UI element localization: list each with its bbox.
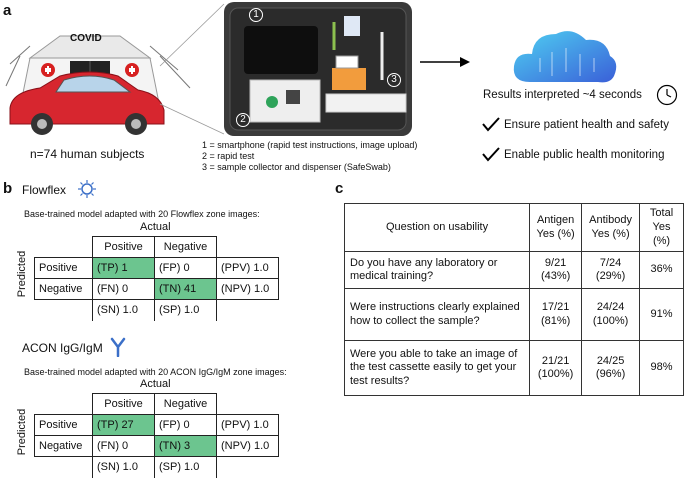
total-value: 36% (639, 251, 684, 290)
clock-icon (656, 84, 678, 106)
results-time: Results interpreted ~4 seconds (483, 89, 642, 101)
cell-tp: (TP) 1 (92, 257, 155, 279)
zoom-connector-lines (159, 3, 225, 135)
flowflex-predicted-label: Predicted (16, 250, 28, 298)
kit-legend-3: 3 = sample collector and dispenser (Safe… (202, 162, 391, 172)
question-text: Do you have any laboratory or medical tr… (343, 251, 531, 290)
row-header: Positive (34, 414, 93, 436)
checkmark-icon (482, 117, 500, 132)
col-header: Negative (154, 393, 217, 415)
antigen-value: 9/21(43%) (529, 251, 583, 290)
question-text: Were instructions clearly explained how … (343, 288, 531, 342)
flowflex-title: Flowflex (22, 183, 67, 197)
question-text: Were you able to take an image of the te… (343, 340, 531, 397)
acon-predicted-label: Predicted (16, 408, 28, 456)
cell-fp: (FP) 0 (154, 257, 217, 279)
antibody-value: 7/24(29%) (581, 251, 641, 290)
row-header: Negative (34, 435, 93, 457)
check-health-safety: Ensure patient health and safety (504, 119, 669, 131)
car-icon (9, 71, 165, 135)
cell-npv: (NPV) 1.0 (216, 435, 279, 457)
antibody-icon (110, 337, 126, 357)
panel-letter-b: b (3, 180, 13, 197)
col-header: Positive (92, 393, 155, 415)
cell-tp: (TP) 27 (92, 414, 155, 436)
tent-car-illustration (5, 35, 191, 135)
cell-tn: (TN) 3 (154, 435, 217, 457)
header-antibody: Antibody Yes (%) (581, 202, 641, 253)
col-header: Positive (92, 236, 155, 258)
antibody-value: 24/25(96%) (581, 340, 641, 397)
cell-fn: (FN) 0 (92, 278, 155, 300)
kit-legend-1: 1 = smartphone (rapid test instructions,… (202, 140, 418, 150)
cell-fn: (FN) 0 (92, 435, 155, 457)
antigen-value: 17/21(81%) (529, 288, 583, 342)
row-header: Positive (34, 257, 93, 279)
acon-title: ACON IgG/IgM (22, 341, 103, 355)
tent-label: COVID (70, 33, 102, 44)
usability-table: Question on usability Antigen Yes (%) An… (343, 202, 684, 397)
flowflex-subtitle: Base-trained model adapted with 20 Flowf… (24, 209, 260, 219)
total-value: 98% (639, 340, 684, 397)
checkmark-icon (482, 147, 500, 162)
cloud-icon (513, 31, 617, 83)
header-question: Question on usability (343, 202, 531, 253)
virus-icon (78, 180, 96, 198)
kit-number-3: 3 (387, 73, 401, 87)
cell-fp: (FP) 0 (154, 414, 217, 436)
cell-sp: (SP) 1.0 (154, 456, 217, 478)
antigen-value: 21/21(100%) (529, 340, 583, 397)
kit-number-2: 2 (236, 113, 250, 127)
acon-actual-label: Actual (140, 378, 171, 390)
cell-ppv: (PPV) 1.0 (216, 257, 279, 279)
smartphone-icon (244, 26, 318, 74)
cell-ppv: (PPV) 1.0 (216, 414, 279, 436)
acon-confusion-matrix: Positive Negative Positive (TP) 27 (FP) … (34, 393, 279, 478)
cell-sn: (SN) 1.0 (92, 456, 155, 478)
test-kit-tray (224, 2, 412, 136)
cell-tn: (TN) 41 (154, 278, 217, 300)
flowflex-confusion-matrix: Positive Negative Positive (TP) 1 (FP) 0… (34, 236, 279, 321)
kit-number-1: 1 (249, 8, 263, 22)
check-public-health: Enable public health monitoring (504, 149, 665, 161)
total-value: 91% (639, 288, 684, 342)
header-total: Total Yes (%) (639, 202, 684, 253)
row-header: Negative (34, 278, 93, 300)
col-header: Negative (154, 236, 217, 258)
cell-npv: (NPV) 1.0 (216, 278, 279, 300)
rapid-test-package (249, 79, 321, 123)
subjects-count: n=74 human subjects (30, 147, 145, 161)
kit-legend-2: 2 = rapid test (202, 151, 255, 161)
right-arrow-icon (420, 57, 470, 67)
acon-subtitle: Base-trained model adapted with 20 ACON … (24, 367, 287, 377)
panel-letter-a: a (3, 2, 12, 19)
header-antigen: Antigen Yes (%) (529, 202, 583, 253)
cell-sp: (SP) 1.0 (154, 299, 217, 321)
flowflex-actual-label: Actual (140, 221, 171, 233)
cell-sn: (SN) 1.0 (92, 299, 155, 321)
panel-letter-c: c (335, 180, 344, 197)
antibody-value: 24/24(100%) (581, 288, 641, 342)
